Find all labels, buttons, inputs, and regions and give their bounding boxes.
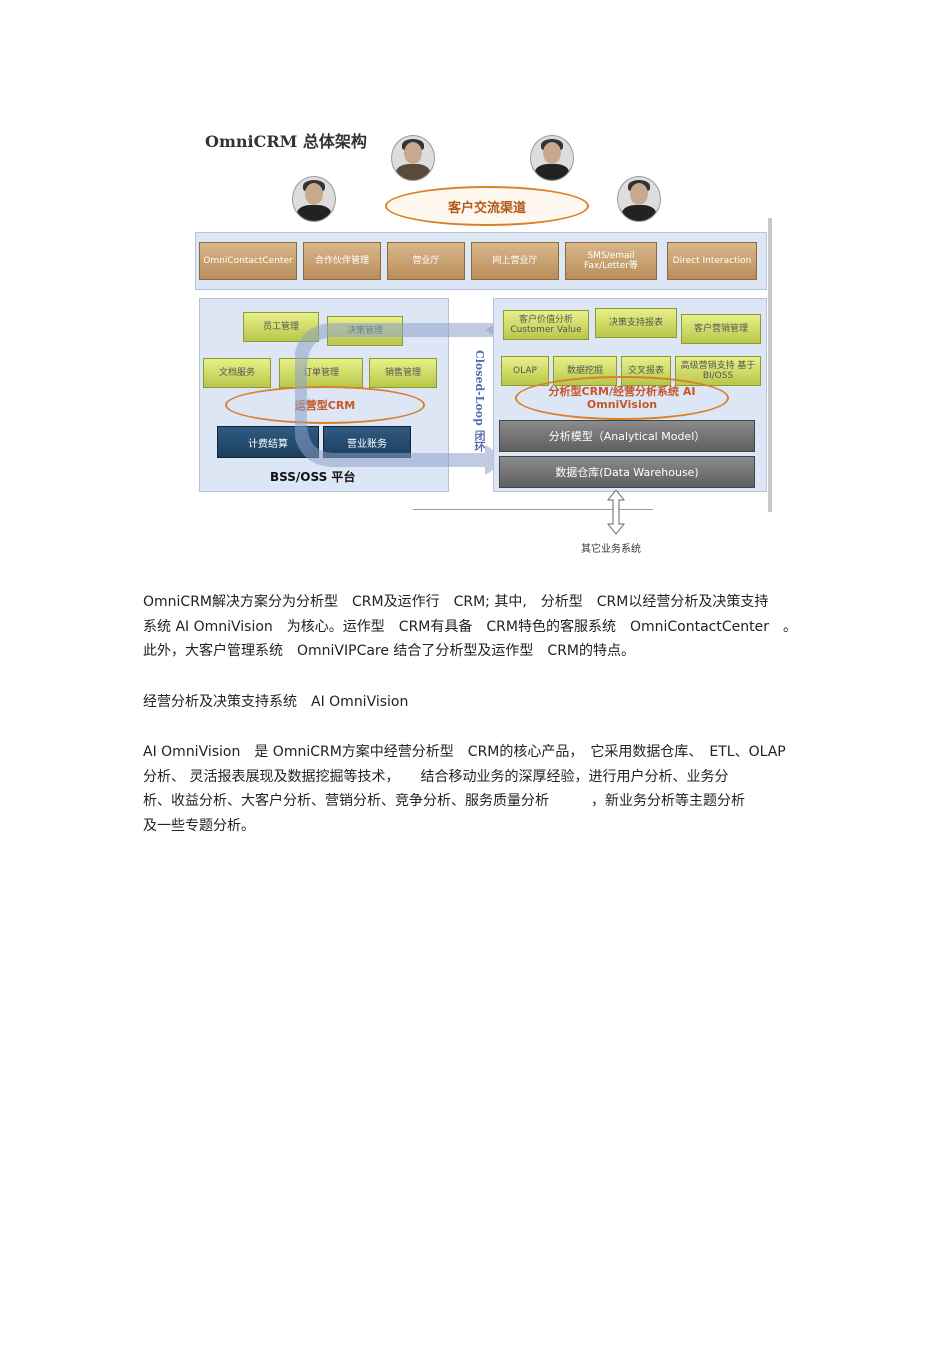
channel-box: 合作伙伴管理 <box>303 242 381 280</box>
paragraph-omnivision: AI OmniVision 是 OmniCRM方案中经营分析型 CRM的核心产品… <box>143 740 786 839</box>
channel-box: SMS/email Fax/Letter等 <box>565 242 657 280</box>
platform-label: BSS/OSS 平台 <box>270 470 356 484</box>
text-line: AI OmniVision 是 OmniCRM方案中经营分析型 CRM的核心产品… <box>143 744 786 760</box>
analytical-crm-ellipse: 分析型CRM/经营分析系统 AI OmniVision <box>515 376 729 420</box>
text-line: 分析、 灵活报表展现及数据挖掘等技术， 结合移动业务的深厚经验，进行用户分析、业… <box>143 768 729 785</box>
module-box: 销售管理 <box>369 358 437 388</box>
text-line: OmniCRM解决方案分为分析型 CRM及运作行 CRM; 其中, 分析型 CR… <box>143 594 769 610</box>
text-line: 经营分析及决策支持系统 AI OmniVision <box>143 694 409 710</box>
person-avatar <box>292 176 336 222</box>
text-line: 及一些专题分析。 <box>143 818 255 835</box>
text-line: 系统 AI OmniVision 为核心。运作型 CRM有具备 CRM特色的客服… <box>143 618 797 635</box>
channel-box: 网上营业厅 <box>471 242 559 280</box>
person-avatar <box>530 135 574 181</box>
analytical-model-box: 分析模型（Analytical Model） <box>499 420 755 452</box>
double-arrow-icon <box>607 490 625 534</box>
module-box: 客户价值分析 Customer Value <box>503 310 589 340</box>
module-box: 决策支持报表 <box>595 308 677 338</box>
data-warehouse-box: 数据仓库(Data Warehouse) <box>499 456 755 488</box>
channel-box: Direct Interaction <box>667 242 757 280</box>
paragraph-intro: OmniCRM解决方案分为分析型 CRM及运作行 CRM; 其中, 分析型 CR… <box>143 590 797 664</box>
section-heading: 经营分析及决策支持系统 AI OmniVision <box>143 690 408 715</box>
person-avatar <box>617 176 661 222</box>
module-box: OLAP <box>501 356 549 386</box>
module-box: 文档服务 <box>203 358 271 388</box>
text-line: 此外，大客户管理系统 OmniVIPCare 结合了分析型及运作型 CRM的特点… <box>143 643 636 660</box>
person-avatar <box>391 135 435 181</box>
channel-box: OmniContactCenter <box>199 242 297 280</box>
architecture-figure: OmniCRM 总体架构 客户交流渠道 OmniContactCenter 合作… <box>185 110 780 560</box>
closed-loop-label: Closed-Loop 闭环 <box>473 350 486 452</box>
channel-box: 营业厅 <box>387 242 465 280</box>
horizontal-line <box>413 509 653 510</box>
operational-crm-ellipse: 运营型CRM <box>225 386 425 424</box>
figure-title: OmniCRM 总体架构 <box>205 132 367 151</box>
other-systems-label: 其它业务系统 <box>581 544 641 555</box>
vertical-bar <box>768 218 772 512</box>
channel-ellipse: 客户交流渠道 <box>385 186 589 226</box>
module-box: 客户营销管理 <box>681 314 761 344</box>
text-line: 析、收益分析、大客户分析、营销分析、竞争分析、服务质量分析 ，新业务分析等主题分… <box>143 793 745 810</box>
